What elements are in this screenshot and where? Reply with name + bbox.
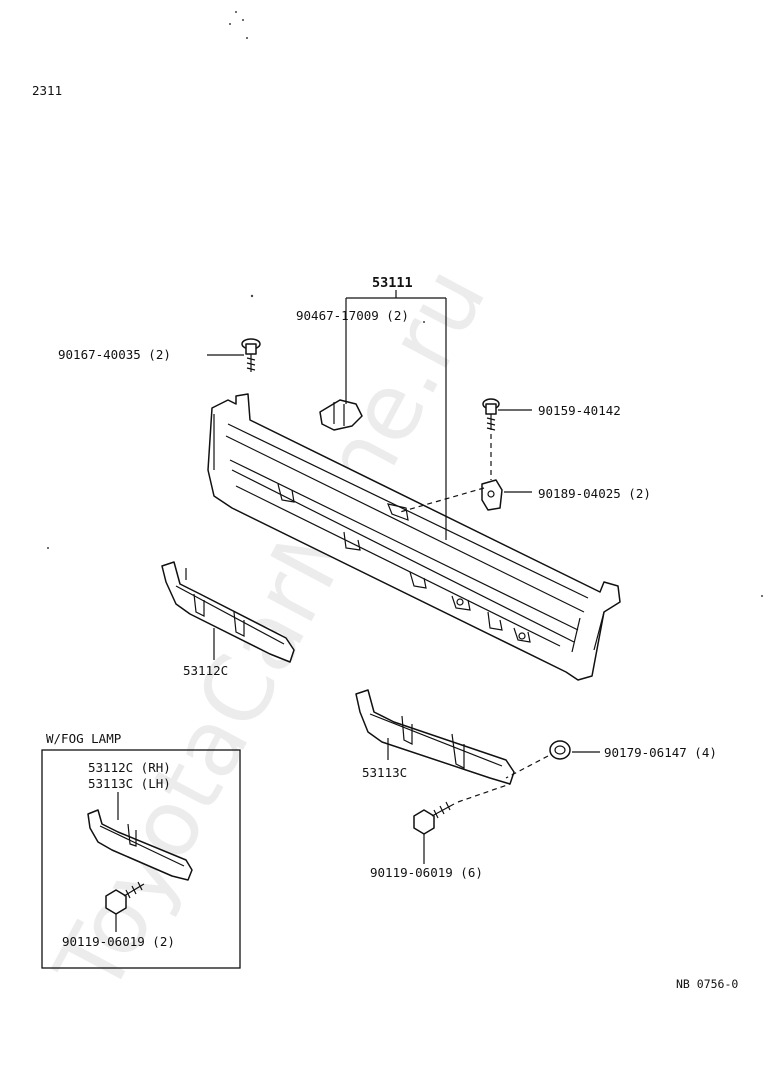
inset-bolt-icon [105,881,145,915]
bracket-53112c [161,561,295,663]
nut-90189-icon [481,479,503,511]
clip-90467 [319,399,363,431]
label-53112c: 53112C [183,663,228,678]
inset-fog-bracket [87,809,193,881]
inset-bolt-label: 90119-06019 (2) [62,934,175,949]
label-90159-40142: 90159-40142 [538,403,621,418]
label-90179-06147: 90179-06147 (4) [604,745,717,760]
inset-title: W/FOG LAMP [46,731,121,746]
inset-label-lh: 53113C (LH) [88,776,171,791]
label-90167-40035: 90167-40035 (2) [58,347,171,362]
inset-label-rh: 53112C (RH) [88,760,171,775]
label-90467-17009: 90467-17009 (2) [296,308,409,323]
scan-specks [47,11,763,597]
label-53113c: 53113C [362,765,407,780]
nut-90179-icon [549,740,571,760]
label-90119-06019: 90119-06019 (6) [370,865,483,880]
radiator-support-53111 [207,393,621,681]
bolt-90167-icon [241,338,261,372]
bracket-53113c [355,689,515,785]
reference-code: NB 0756-0 [676,977,738,991]
bolt-90159-icon [482,398,500,431]
page-code: 2311 [32,83,62,98]
label-90189-04025: 90189-04025 (2) [538,486,651,501]
inset-box [41,749,241,969]
label-53111: 53111 [372,275,413,291]
bolt-90119-icon [413,801,455,835]
